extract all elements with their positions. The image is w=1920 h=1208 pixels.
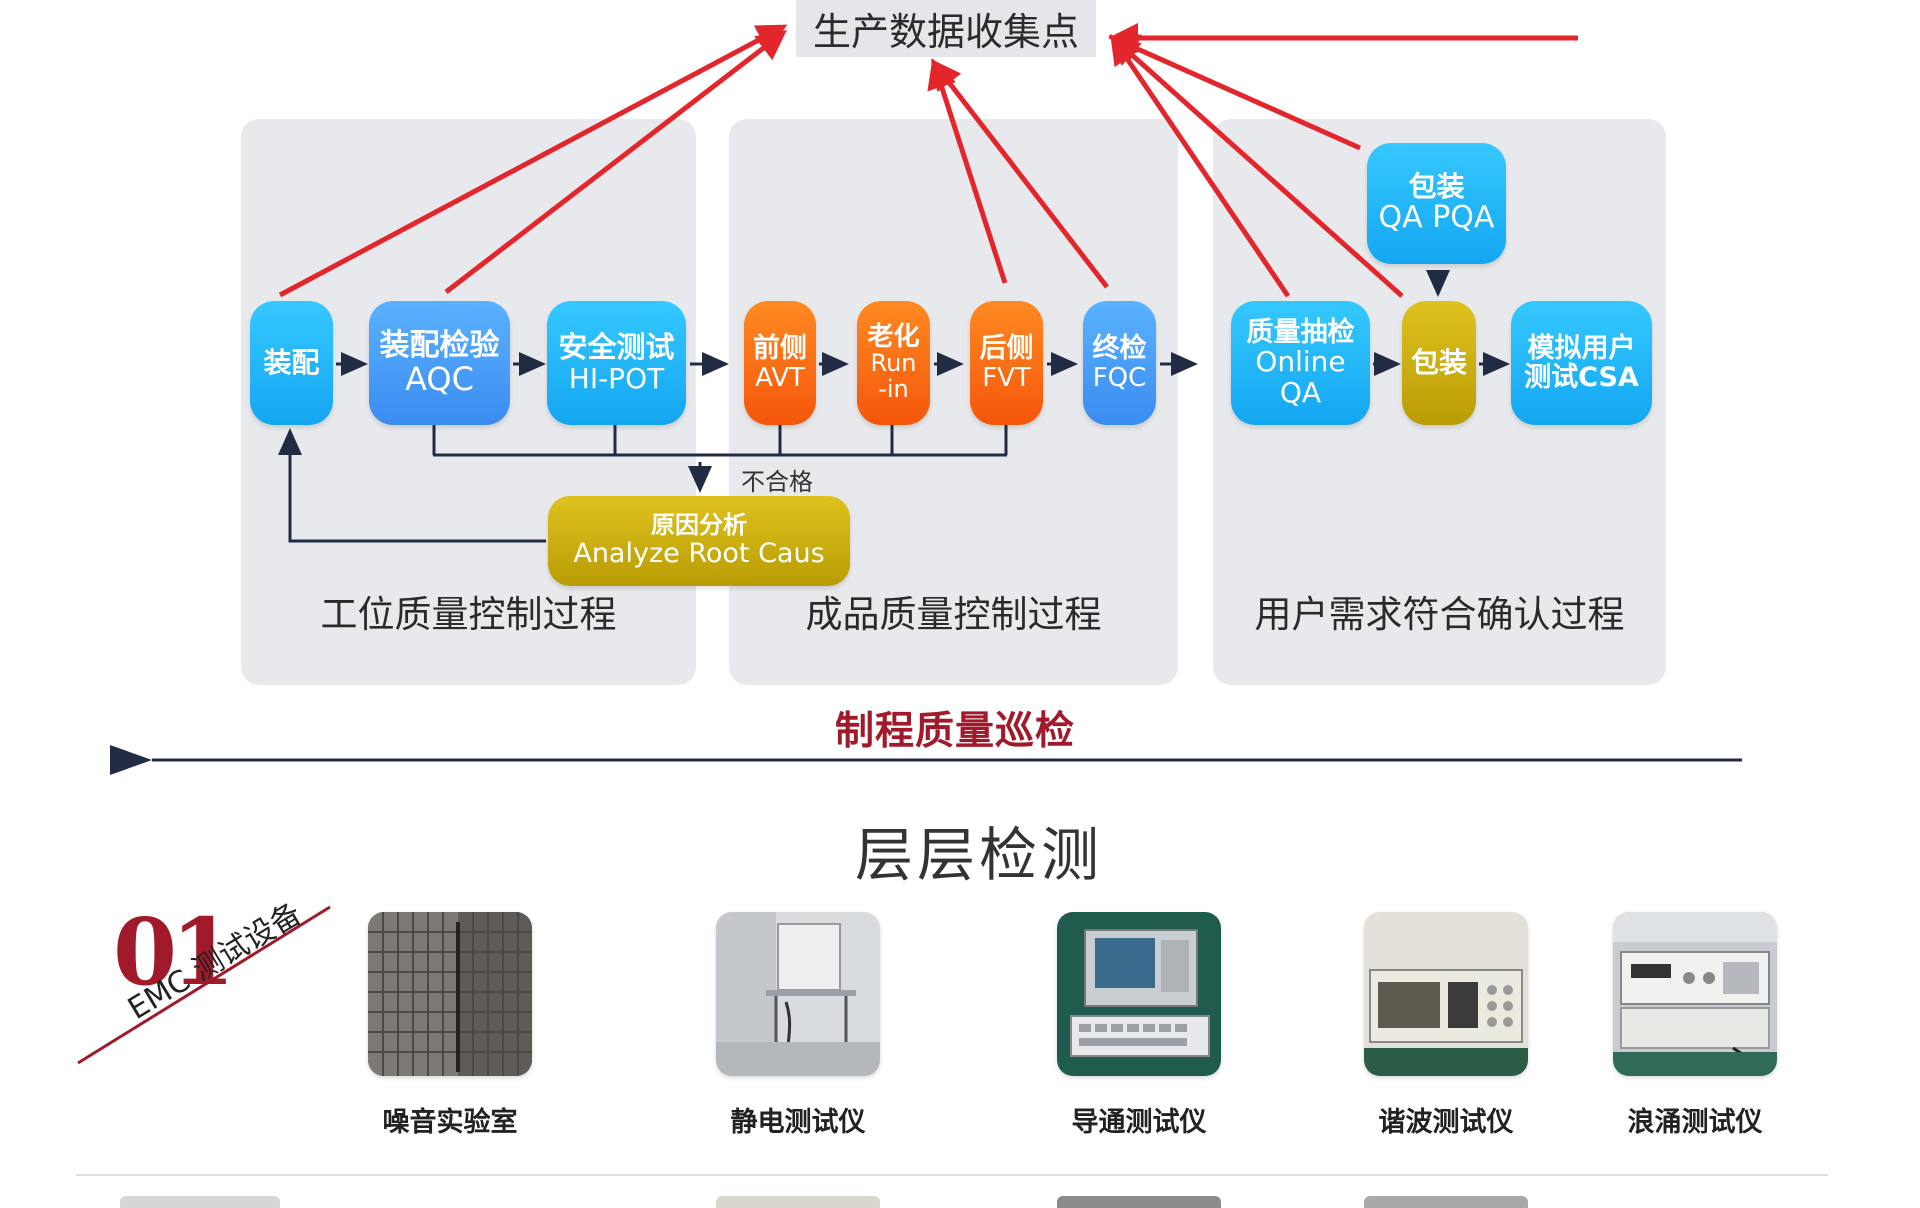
node-packaging-label: 包装 <box>1410 345 1467 379</box>
node-avt[interactable]: 前侧 AVT <box>744 301 816 425</box>
node-online-qa-label: 质量抽检 <box>1246 317 1355 349</box>
node-runin-code: Run <box>870 349 917 378</box>
node-csa-code: 测试CSA <box>1524 362 1639 393</box>
node-fvt[interactable]: 后侧 FVT <box>970 301 1043 425</box>
equipment-caption-4: 浪涌测试仪 <box>1627 1107 1763 1138</box>
node-online-qa-code: Online <box>1255 345 1346 379</box>
reject-bus <box>278 424 1008 543</box>
node-avt-code: AVT <box>755 362 805 393</box>
data-collection-arrows <box>278 23 1578 298</box>
node-packaging[interactable]: 包装 <box>1402 301 1476 425</box>
node-runin-code2: -in <box>878 375 909 404</box>
next-row-thumb-hint-0 <box>120 1196 280 1208</box>
patrol-label: 制程质量巡检 <box>835 709 1076 754</box>
section-title: 层层检测 <box>855 821 1104 889</box>
reject-label: 不合格 <box>741 468 813 496</box>
node-root-cause-code: Analyze Root Caus <box>573 538 825 570</box>
node-fqc[interactable]: 终检 FQC <box>1083 301 1156 425</box>
emc-badge-slash <box>77 905 331 1065</box>
node-online-qa[interactable]: 质量抽检 Online QA <box>1231 301 1370 425</box>
node-online-qa-code2: QA <box>1279 375 1322 409</box>
equipment-caption-0: 噪音实验室 <box>382 1107 518 1138</box>
node-pqa-label: 包装 <box>1408 170 1465 204</box>
node-fvt-label: 后侧 <box>979 333 1034 365</box>
surge-tester-photo[interactable] <box>1613 912 1777 1076</box>
node-avt-label: 前侧 <box>753 333 807 365</box>
node-assembly[interactable]: 装配 <box>250 301 333 425</box>
node-assembly-label: 装配 <box>263 345 320 379</box>
station-qc-title: 工位质量控制过程 <box>320 593 617 636</box>
emc-badge-number: 01 <box>113 898 235 1006</box>
node-root-cause[interactable]: 原因分析 Analyze Root Caus <box>548 496 850 586</box>
equipment-caption-3: 谐波测试仪 <box>1378 1107 1514 1138</box>
node-root-cause-label: 原因分析 <box>651 511 747 540</box>
equipment-caption-2: 导通测试仪 <box>1071 1107 1207 1138</box>
node-fqc-label: 终检 <box>1092 333 1147 365</box>
section-divider <box>76 1174 1828 1176</box>
node-fqc-code: FQC <box>1092 362 1147 393</box>
product-qc-title: 成品质量控制过程 <box>805 593 1102 636</box>
node-runin[interactable]: 老化 Run -in <box>857 301 930 425</box>
node-aqc[interactable]: 装配检验 AQC <box>369 301 510 425</box>
esd-tester-photo[interactable] <box>716 912 880 1076</box>
node-aqc-code: AQC <box>405 359 474 398</box>
node-pqa-code: QA PQA <box>1378 200 1495 236</box>
node-aqc-label: 装配检验 <box>379 327 500 363</box>
equipment-caption-1: 静电测试仪 <box>730 1107 866 1138</box>
node-hipot-label: 安全测试 <box>558 330 675 365</box>
continuity-tester-photo[interactable] <box>1057 912 1221 1076</box>
node-runin-label: 老化 <box>867 322 920 353</box>
data-collection-point: 生产数据收集点 <box>796 0 1096 57</box>
node-pqa[interactable]: 包装 QA PQA <box>1367 143 1506 264</box>
node-fvt-code: FVT <box>982 362 1031 393</box>
user-confirm-title: 用户需求符合确认过程 <box>1254 593 1625 636</box>
node-hipot-code: HI-POT <box>568 361 665 395</box>
harmonic-tester-photo[interactable] <box>1364 912 1528 1076</box>
node-csa[interactable]: 模拟用户 测试CSA <box>1511 301 1652 425</box>
next-row-thumb-hint-2 <box>1057 1196 1221 1208</box>
next-row-thumb-hint-3 <box>1364 1196 1528 1208</box>
process-flow-arrows <box>336 270 1510 376</box>
anechoic-chamber-photo[interactable] <box>368 912 532 1076</box>
node-hipot[interactable]: 安全测试 HI-POT <box>547 301 686 425</box>
node-csa-label: 模拟用户 <box>1527 332 1636 364</box>
next-row-thumb-hint-1 <box>716 1196 880 1208</box>
